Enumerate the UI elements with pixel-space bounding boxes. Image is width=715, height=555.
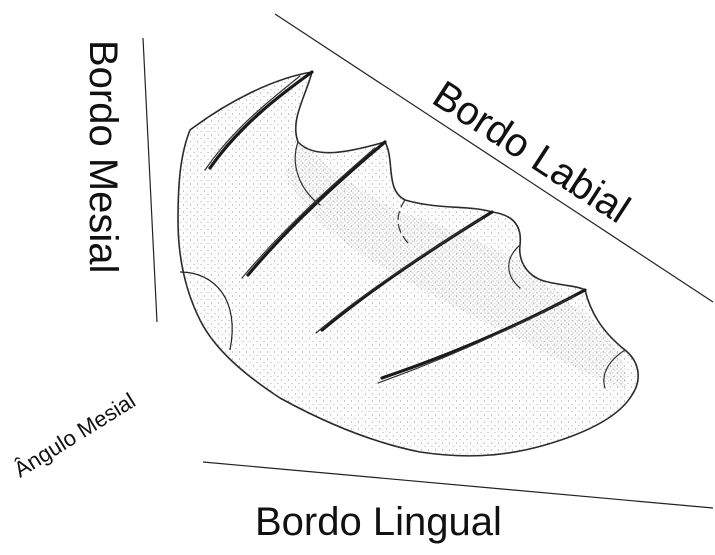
mesial-edge-label: Bordo Mesial (81, 40, 125, 273)
mesial-angle-label: Ângulo Mesial (9, 388, 139, 482)
lingual-edge-label: Bordo Lingual (255, 500, 502, 544)
mesial-edge-line (143, 38, 157, 322)
tooth-illustration (178, 72, 638, 456)
